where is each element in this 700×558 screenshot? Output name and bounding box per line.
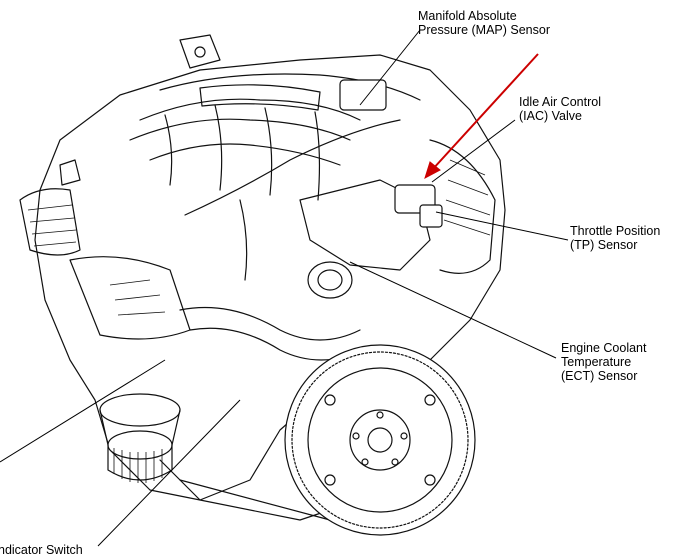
tp-sensor-label: Throttle Position (TP) Sensor bbox=[570, 224, 661, 252]
highlight-arrow bbox=[424, 53, 539, 180]
iac-valve-label: Idle Air Control (IAC) Valve bbox=[519, 95, 601, 123]
indicator-leader bbox=[97, 399, 241, 547]
tp-leader bbox=[435, 211, 569, 241]
ect-leader bbox=[349, 261, 557, 359]
throttle-body bbox=[299, 179, 443, 299]
leader-lines bbox=[0, 29, 569, 547]
oil-filter bbox=[99, 393, 181, 483]
map-leader bbox=[359, 29, 421, 106]
map-sensor-shape bbox=[339, 79, 387, 111]
iac-leader bbox=[431, 119, 516, 183]
indicator-switch-label: ndicator Switch bbox=[0, 543, 83, 557]
flywheel bbox=[284, 344, 476, 536]
left-leader bbox=[0, 359, 166, 463]
engine-block bbox=[19, 34, 506, 521]
map-sensor-label: Manifold Absolute Pressure (MAP) Sensor bbox=[418, 9, 550, 37]
ect-sensor-label: Engine Coolant Temperature (ECT) Sensor bbox=[561, 341, 647, 383]
